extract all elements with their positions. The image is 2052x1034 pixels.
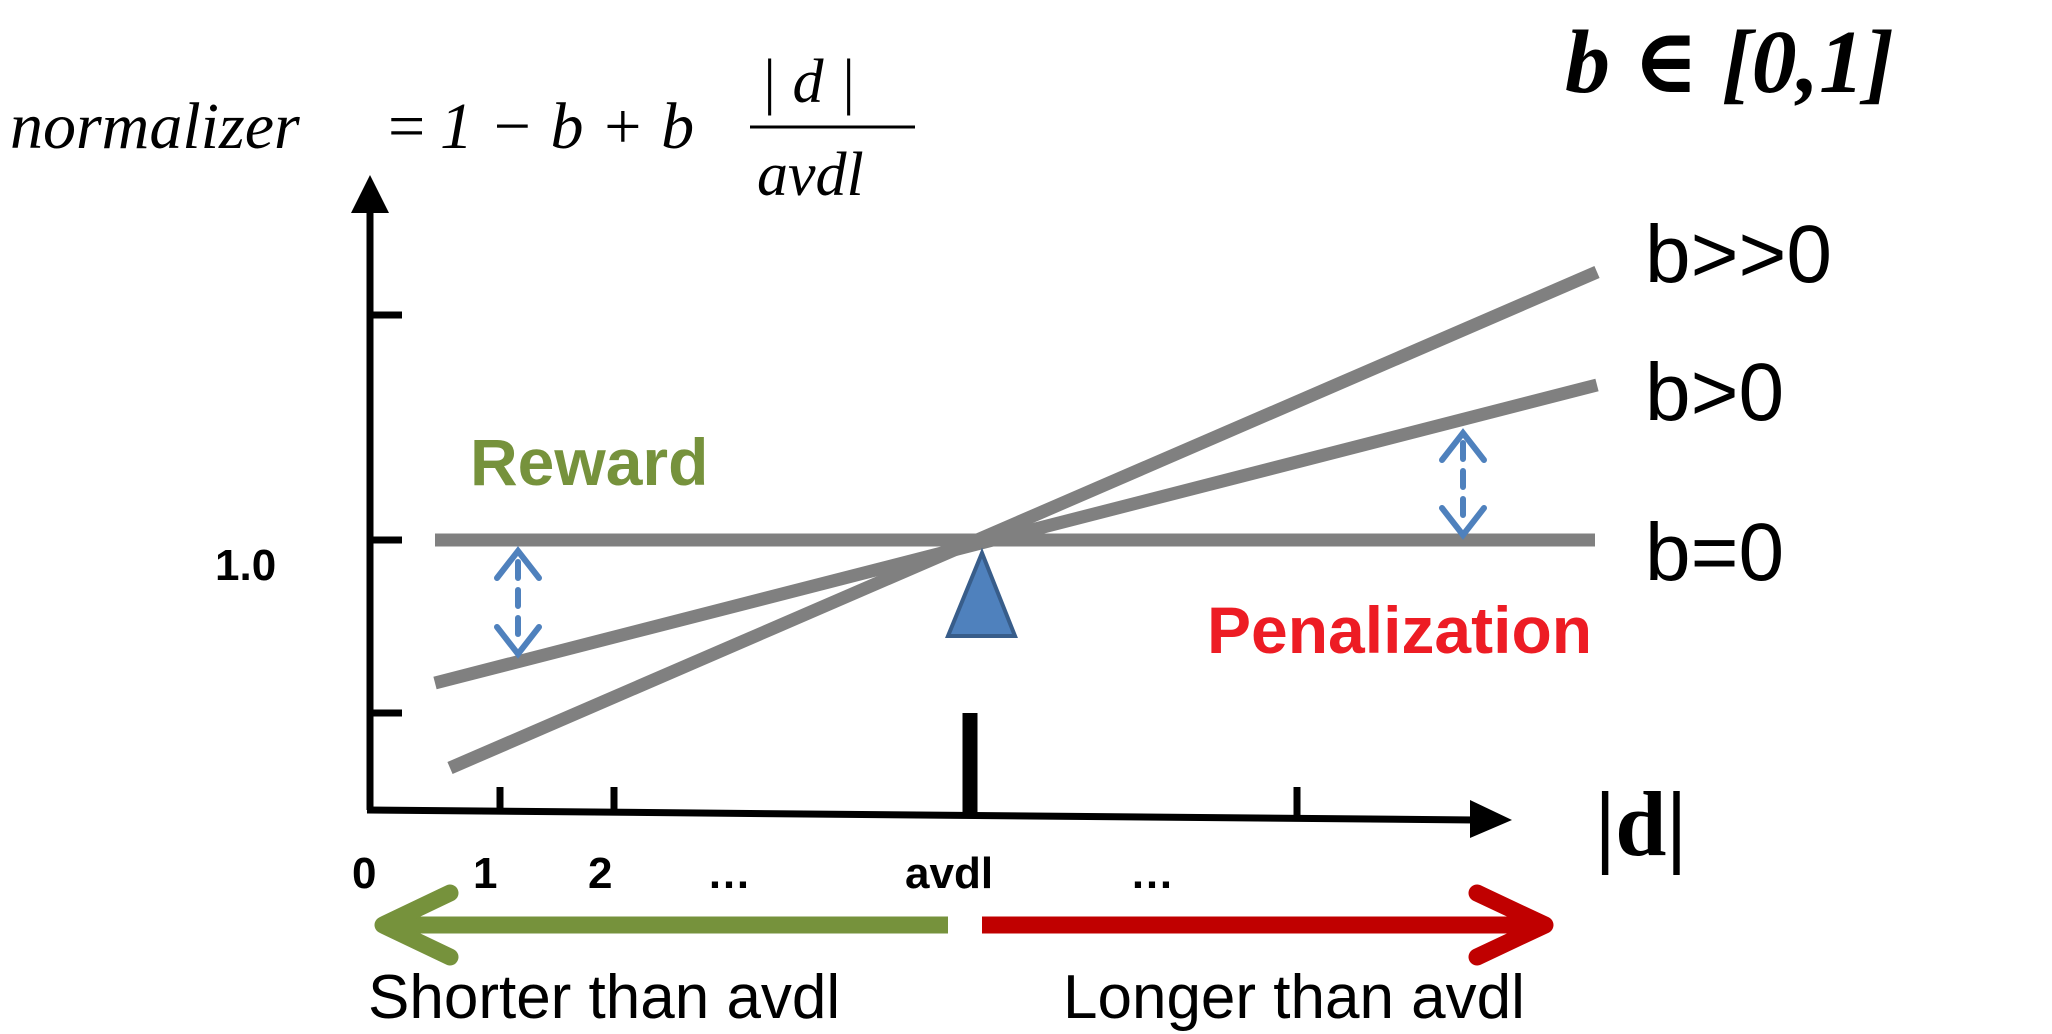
x-tick-label: 0 bbox=[352, 849, 376, 898]
x-axis bbox=[366, 806, 1476, 824]
formula-equals: = bbox=[388, 90, 425, 163]
x-axis-arrowhead bbox=[1470, 800, 1512, 838]
shorter-caption: Shorter than avdl bbox=[368, 963, 840, 1032]
longer-caption: Longer than avdl bbox=[1063, 963, 1525, 1032]
formula-numerator: | d | bbox=[760, 48, 856, 116]
formula-rhs-terms: 1 − b + b bbox=[440, 90, 694, 163]
x-tick-label: 1 bbox=[473, 849, 497, 898]
x-tick-labels: 0 1 2 … avdl … bbox=[352, 849, 1174, 898]
line-label-b-zero: b=0 bbox=[1645, 507, 1784, 598]
x-axis-label: |d| bbox=[1595, 773, 1687, 875]
formula-lhs: normalizer bbox=[10, 90, 300, 163]
reward-double-arrow bbox=[494, 546, 542, 659]
x-tick-label: … bbox=[707, 849, 751, 898]
y-tick-label-one: 1.0 bbox=[215, 541, 276, 590]
line-b-positive bbox=[433, 378, 1599, 690]
shorter-arrow bbox=[374, 884, 948, 966]
formula: normalizer = 1 − b + b | d | avdl bbox=[10, 48, 915, 209]
longer-arrow bbox=[982, 884, 1554, 966]
axes bbox=[351, 175, 1512, 838]
normalizer-lines bbox=[433, 266, 1600, 774]
b-range-label: b ∈ [0,1] bbox=[1565, 13, 1894, 112]
penalization-label: Penalization bbox=[1207, 593, 1592, 667]
line-b-large bbox=[447, 266, 1600, 774]
y-axis-arrowhead bbox=[351, 175, 389, 213]
penalization-double-arrow bbox=[1439, 428, 1487, 540]
reward-label: Reward bbox=[470, 425, 708, 499]
line-label-b-large: b>>0 bbox=[1645, 209, 1832, 300]
x-tick-label: 2 bbox=[588, 849, 612, 898]
x-tick-label: avdl bbox=[905, 849, 993, 898]
pivot-triangle bbox=[945, 547, 1018, 638]
line-label-b-positive: b>0 bbox=[1645, 347, 1784, 438]
formula-denominator: avdl bbox=[757, 141, 864, 209]
x-tick-label: … bbox=[1130, 849, 1174, 898]
